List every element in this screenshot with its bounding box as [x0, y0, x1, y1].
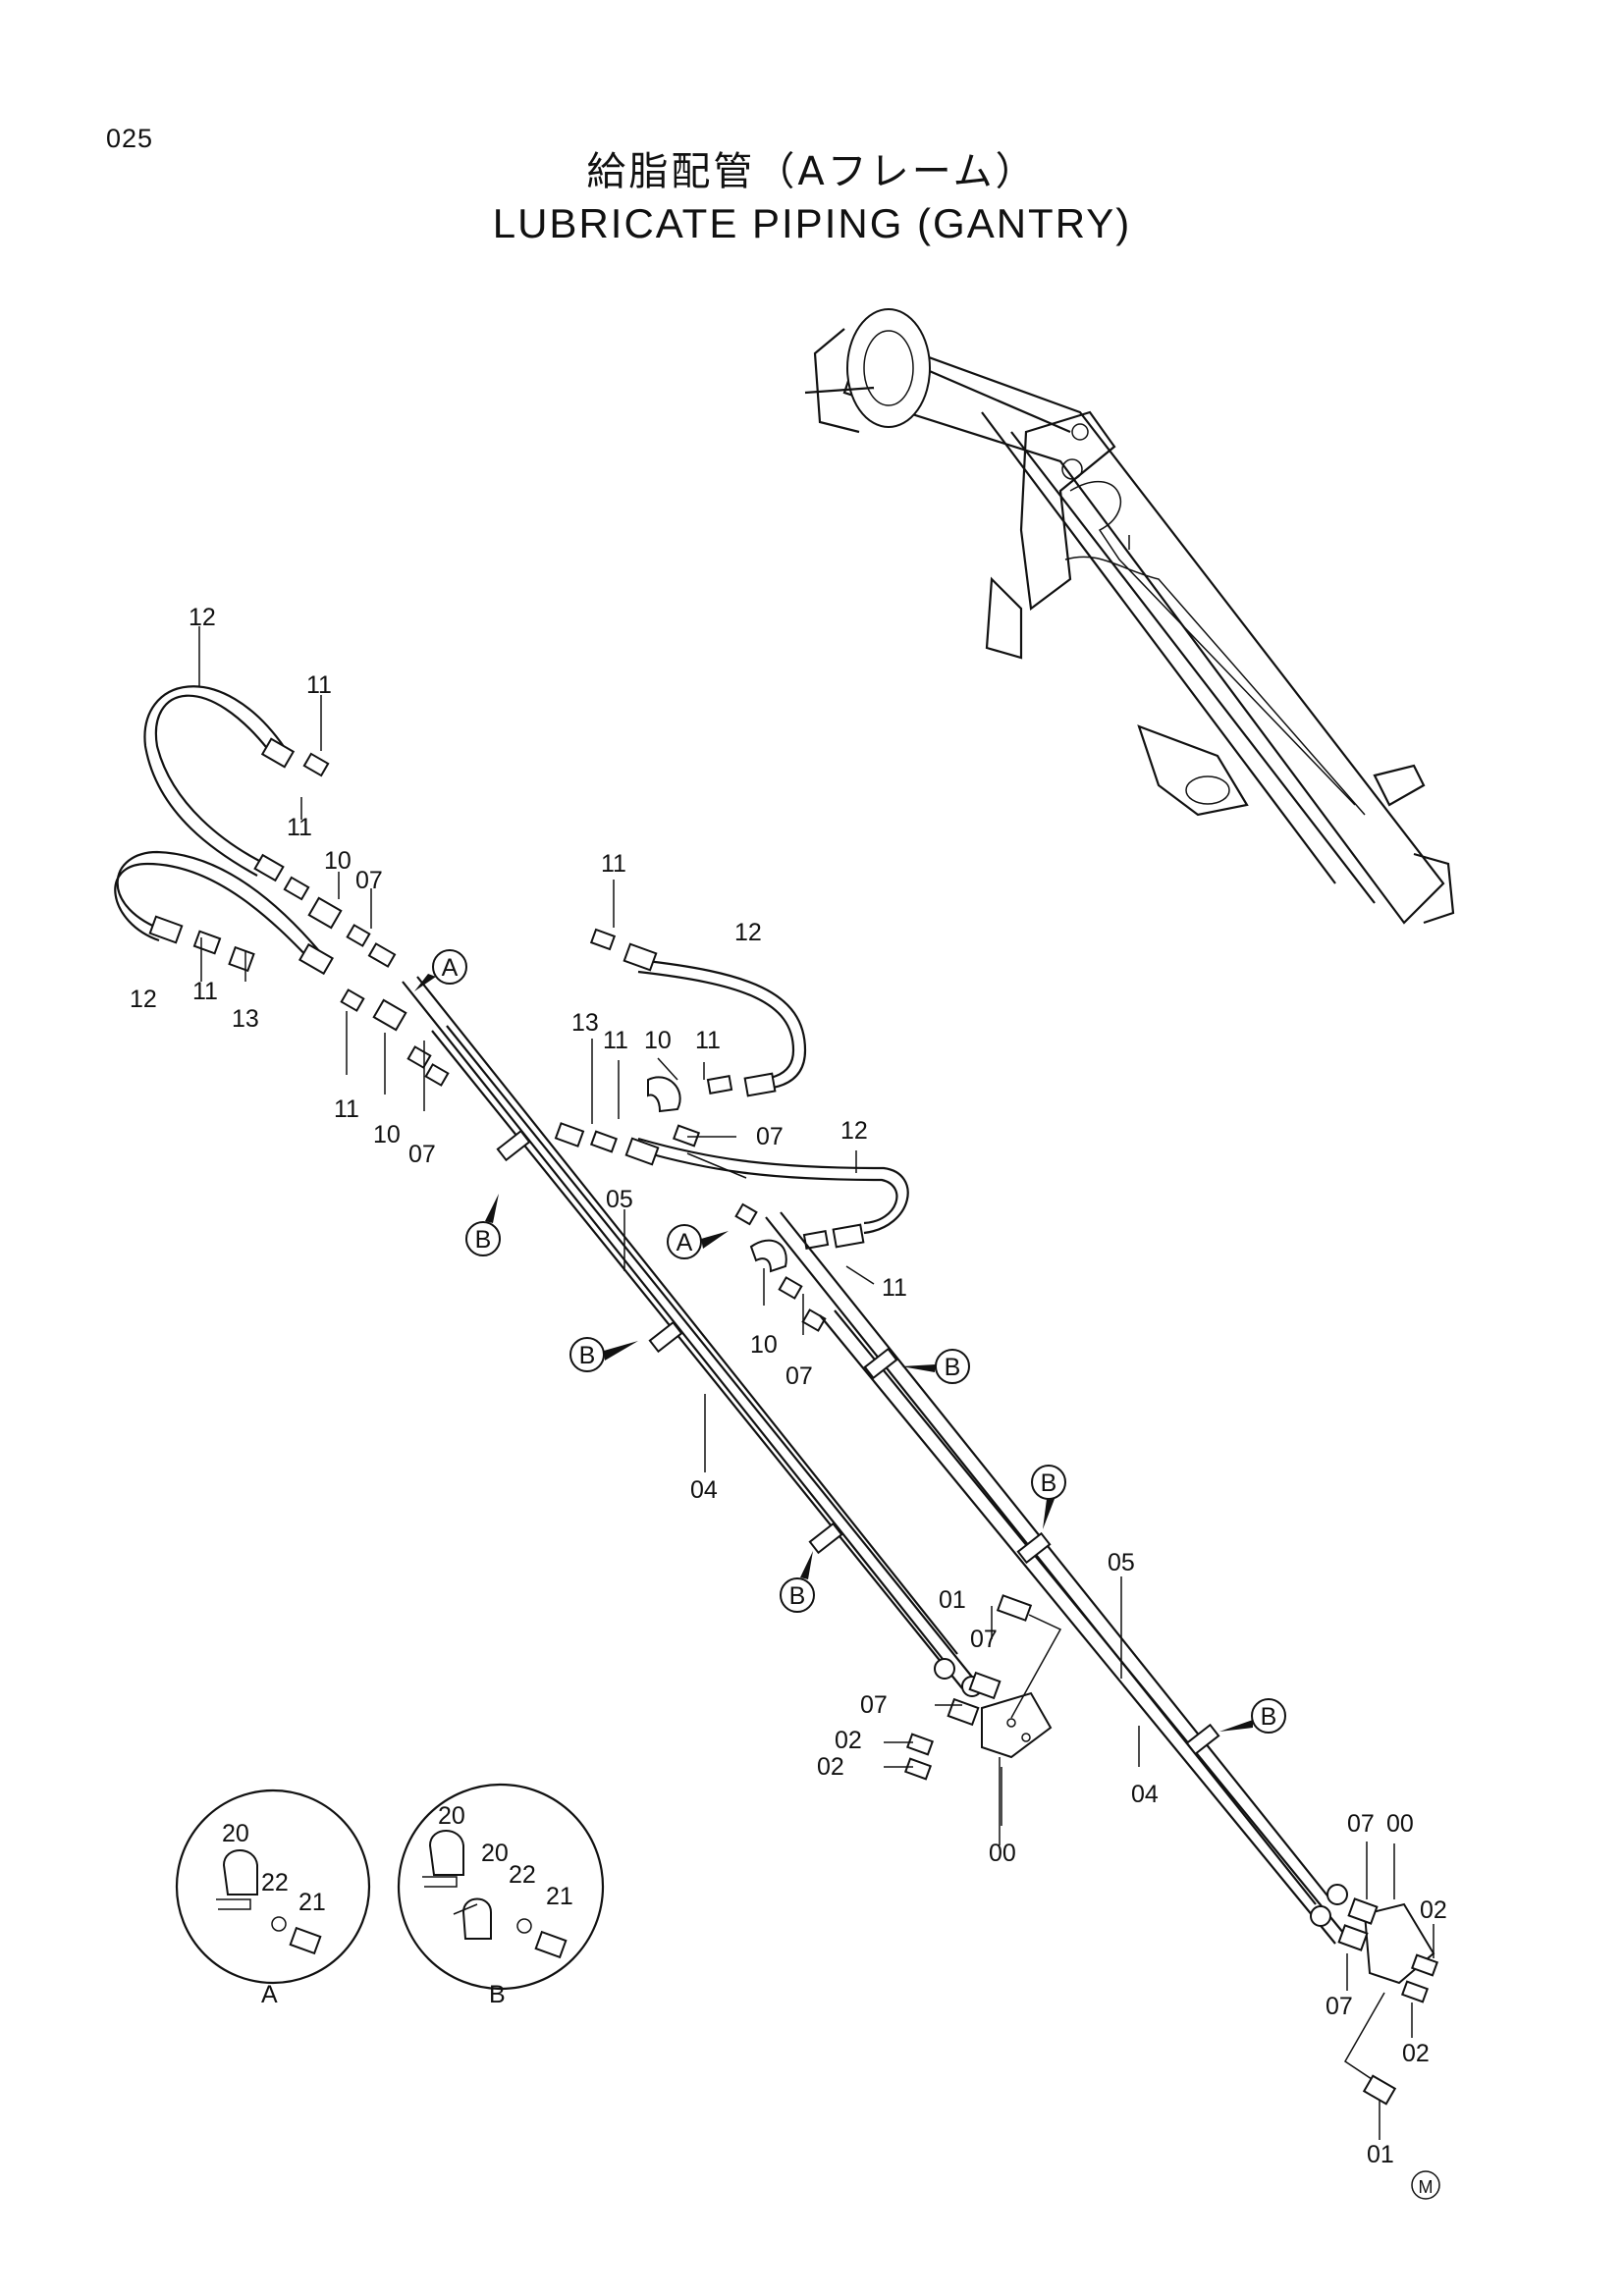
ref-marker-label: B: [1261, 1703, 1277, 1731]
callout-20: 20: [481, 1840, 509, 1867]
ref-marker-b-1: B: [465, 1194, 501, 1256]
ref-marker-label: B: [945, 1354, 961, 1381]
callout-22: 22: [509, 1861, 536, 1889]
callout-11: 11: [192, 978, 218, 1005]
callout-10: 10: [750, 1331, 778, 1359]
callout-10: 10: [324, 847, 352, 875]
callout-00: 00: [989, 1840, 1016, 1867]
callout-12: 12: [189, 604, 216, 631]
callout-07: 07: [756, 1123, 784, 1150]
ref-marker-b-4: B: [901, 1349, 970, 1384]
ref-marker-a-left: A: [414, 949, 467, 991]
ref-marker-b-5: B: [1031, 1465, 1066, 1529]
ref-marker-label: B: [579, 1342, 596, 1369]
title-japanese: 給脂配管（Aフレーム）: [586, 149, 1038, 194]
ref-marker-b-2: B: [569, 1337, 638, 1372]
detail-a-label: A: [261, 1981, 278, 2008]
callout-21: 21: [298, 1889, 326, 1916]
callout-20: 20: [438, 1802, 465, 1830]
callout-07: 07: [970, 1626, 998, 1653]
callout-07: 07: [860, 1691, 888, 1719]
callout-02: 02: [1420, 1896, 1447, 1924]
callout-11: 11: [882, 1274, 907, 1302]
callout-13: 13: [571, 1009, 599, 1037]
callout-22: 22: [261, 1869, 289, 1896]
callout-04: 04: [690, 1476, 718, 1504]
callout-11: 11: [695, 1027, 721, 1054]
gantry-overview-illustration: [804, 308, 1455, 925]
callout-02: 02: [1402, 2040, 1430, 2067]
callout-12: 12: [130, 986, 157, 1013]
callout-12: 12: [734, 919, 762, 946]
callout-07: 07: [355, 867, 383, 894]
ref-marker-label: A: [677, 1229, 693, 1256]
svg-text:M: M: [1419, 2177, 1434, 2197]
callout-11: 11: [334, 1095, 359, 1123]
left-upper-fittings: [148, 737, 450, 1087]
callout-00: 00: [1386, 1810, 1414, 1838]
page-number: 025: [106, 124, 154, 153]
callout-07: 07: [785, 1362, 813, 1390]
callout-20: 20: [222, 1820, 249, 1847]
ref-marker-b-6: B: [1219, 1698, 1286, 1734]
callout-11: 11: [306, 671, 332, 699]
callout-12: 12: [840, 1117, 868, 1145]
callout-11: 11: [601, 850, 626, 878]
callout-11: 11: [603, 1027, 628, 1054]
detail-view-b: [397, 1783, 605, 1991]
callout-07: 07: [408, 1141, 436, 1168]
callout-leaders: [198, 626, 1435, 2140]
callout-07: 07: [1326, 1993, 1353, 2020]
ref-marker-label: B: [789, 1582, 806, 1610]
right-upper-fittings: [554, 928, 865, 1332]
callout-05: 05: [606, 1186, 633, 1213]
callout-11: 11: [287, 814, 312, 841]
detail-view-a: [175, 1789, 371, 1985]
callout-04: 04: [1131, 1781, 1159, 1808]
detail-b-label: B: [489, 1981, 506, 2008]
ref-marker-label: B: [475, 1226, 492, 1254]
callout-07: 07: [1347, 1810, 1375, 1838]
callout-05: 05: [1108, 1549, 1135, 1576]
ref-marker-label: A: [442, 954, 459, 982]
left-long-pipes: [402, 976, 983, 1697]
callout-10: 10: [644, 1027, 672, 1054]
ref-marker-label: B: [1041, 1469, 1057, 1497]
left-hose-assembly: [114, 685, 321, 963]
callout-10: 10: [373, 1121, 401, 1148]
ref-marker-a-right: A: [667, 1224, 729, 1259]
right-distribution-block: [1337, 1897, 1439, 2106]
callout-21: 21: [546, 1883, 573, 1910]
callout-02: 02: [817, 1753, 844, 1781]
callout-13: 13: [232, 1005, 259, 1033]
ref-marker-b-3: B: [780, 1551, 815, 1613]
callout-02: 02: [835, 1727, 862, 1754]
corner-mark: M: [1411, 2170, 1440, 2200]
right-long-pipes: [765, 1211, 1349, 1945]
title-english: LUBRICATE PIPING (GANTRY): [492, 200, 1132, 246]
callout-01: 01: [1367, 2141, 1394, 2168]
callout-01: 01: [939, 1586, 966, 1614]
callout-labels: 12 11 11 10 07 12 11 13 11 10 07 11 12 1…: [130, 604, 1447, 2168]
